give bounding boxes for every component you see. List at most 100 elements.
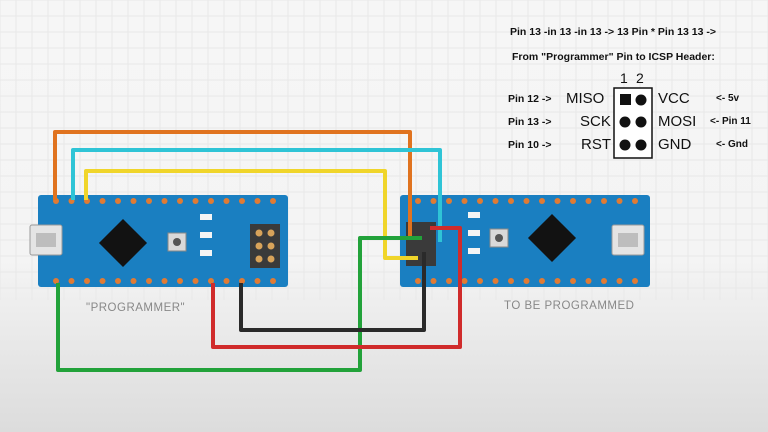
programmer-top-pin-10 xyxy=(192,198,199,204)
icsp-pin-grid xyxy=(613,87,653,159)
programmer-bottom-pin-14 xyxy=(254,278,261,284)
icsp-row-3-pin: Pin 10 -> xyxy=(508,139,552,151)
programmer-bottom-pin-2 xyxy=(68,278,75,284)
target-top-pin-12 xyxy=(585,198,592,204)
programmer-icsp-pin-6 xyxy=(267,255,275,263)
target-top-pin-1 xyxy=(415,198,421,204)
icsp-pin-1-square xyxy=(620,94,631,105)
target-top-pin-7 xyxy=(508,198,514,204)
target-led-2 xyxy=(468,230,480,236)
programmer-icsp-pins xyxy=(255,229,275,263)
target-bottom-pin-9 xyxy=(539,278,545,284)
target-chip xyxy=(527,213,577,263)
programmer-bottom-pin-8 xyxy=(161,278,168,284)
programmer-bottom-pin-12 xyxy=(223,278,230,284)
target-top-pin-9 xyxy=(539,198,545,204)
target-top-pin-5 xyxy=(477,198,483,204)
wire-red xyxy=(211,226,462,349)
programmer-pin-headers xyxy=(53,198,276,284)
target-bottom-pin-5 xyxy=(477,278,483,284)
icsp-row-1-left-signal: MISO xyxy=(566,90,605,107)
icsp-pin-4 xyxy=(635,116,647,128)
target-board-label: TO BE PROGRAMMED xyxy=(504,300,635,312)
programmer-board-body xyxy=(38,195,288,287)
wire-black xyxy=(239,252,426,332)
programmer-top-pin-12 xyxy=(223,198,230,204)
icsp-row-2-left-signal: SCK xyxy=(580,113,611,130)
target-bottom-pin-15 xyxy=(632,278,638,284)
programmer-board xyxy=(29,195,288,287)
icsp-row-1-right-signal: VCC xyxy=(658,90,690,107)
programmer-top-pin-11 xyxy=(208,198,214,204)
icsp-pin-2 xyxy=(635,94,647,106)
target-bottom-pin-6 xyxy=(492,278,499,284)
target-top-pin-11 xyxy=(570,198,576,204)
programmer-top-pin-5 xyxy=(115,198,121,204)
icsp-row-3-left-signal: RST xyxy=(581,136,611,153)
pin-header-line: Pin 13 -in 13 -in 13 -> 13 Pin * Pin 13 … xyxy=(510,26,717,38)
target-bottom-pin-14 xyxy=(616,278,623,284)
target-led-3 xyxy=(468,248,480,254)
programmer-top-pin-13 xyxy=(239,198,245,204)
icsp-title: From "Programmer" Pin to ICSP Header: xyxy=(512,51,715,63)
target-top-pin-15 xyxy=(632,198,638,204)
wire-yellow xyxy=(84,169,418,260)
programmer-icsp-header xyxy=(250,224,280,268)
programmer-led-2 xyxy=(200,232,212,238)
icsp-row-1-note: <- 5v xyxy=(716,93,740,104)
programmer-top-pin-7 xyxy=(146,198,152,204)
programmer-icsp-pin-1 xyxy=(255,229,263,237)
programmer-usb-inner xyxy=(36,233,56,247)
programmer-led-1 xyxy=(200,214,212,220)
target-bottom-pin-12 xyxy=(585,278,592,284)
target-board-body xyxy=(400,195,650,287)
target-bottom-pin-1 xyxy=(415,278,421,284)
target-reset-button-cap xyxy=(495,234,503,242)
icsp-row-3-right-signal: GND xyxy=(658,136,692,153)
programmer-bottom-pin-3 xyxy=(84,278,90,284)
icsp-pin-3 xyxy=(619,116,631,128)
programmer-bottom-pin-9 xyxy=(177,278,183,284)
programmer-board-label: "PROGRAMMER" xyxy=(86,302,186,314)
programmer-reset-button-cap xyxy=(173,238,181,246)
programmer-top-pin-9 xyxy=(177,198,183,204)
programmer-top-pin-8 xyxy=(161,198,168,204)
target-bottom-pin-2 xyxy=(430,278,437,284)
icsp-column-2: 2 xyxy=(636,70,644,86)
programmer-bottom-pin-5 xyxy=(115,278,121,284)
icsp-row-2-right-signal: MOSI xyxy=(658,113,697,130)
target-bottom-pin-3 xyxy=(446,278,452,284)
icsp-pin-5 xyxy=(619,139,631,151)
wire-orange xyxy=(53,130,412,240)
programmer-icsp-pin-4 xyxy=(267,242,275,250)
target-top-pin-14 xyxy=(616,198,623,204)
target-bottom-pin-8 xyxy=(523,278,530,284)
programmer-bottom-pin-11 xyxy=(208,278,214,284)
programmer-chip xyxy=(98,218,148,268)
target-top-pin-3 xyxy=(446,198,452,204)
programmer-bottom-pin-15 xyxy=(270,278,276,284)
icsp-pin-6 xyxy=(635,139,647,151)
wire-cyan xyxy=(71,148,442,242)
programmer-bottom-pin-1 xyxy=(53,278,59,284)
target-bottom-pin-7 xyxy=(508,278,514,284)
wire-green xyxy=(56,236,422,372)
target-top-pin-10 xyxy=(554,198,561,204)
programmer-icsp-pin-5 xyxy=(255,255,263,263)
icsp-row-1-pin: Pin 12 -> xyxy=(508,93,552,105)
target-bottom-pin-10 xyxy=(554,278,561,284)
programmer-bottom-pin-4 xyxy=(99,278,106,284)
target-top-pin-6 xyxy=(492,198,499,204)
programmer-bottom-pin-10 xyxy=(192,278,199,284)
programmer-led-3 xyxy=(200,250,212,256)
target-led-1 xyxy=(468,212,480,218)
programmer-bottom-pin-7 xyxy=(146,278,152,284)
icsp-row-3-note: <- Gnd xyxy=(716,139,748,150)
icsp-row-2-pin: Pin 13 -> xyxy=(508,116,552,128)
icsp-column-1: 1 xyxy=(620,70,628,86)
target-top-pin-13 xyxy=(601,198,607,204)
target-top-pin-2 xyxy=(430,198,437,204)
target-usb-inner xyxy=(618,233,638,247)
programmer-bottom-pin-6 xyxy=(130,278,137,284)
